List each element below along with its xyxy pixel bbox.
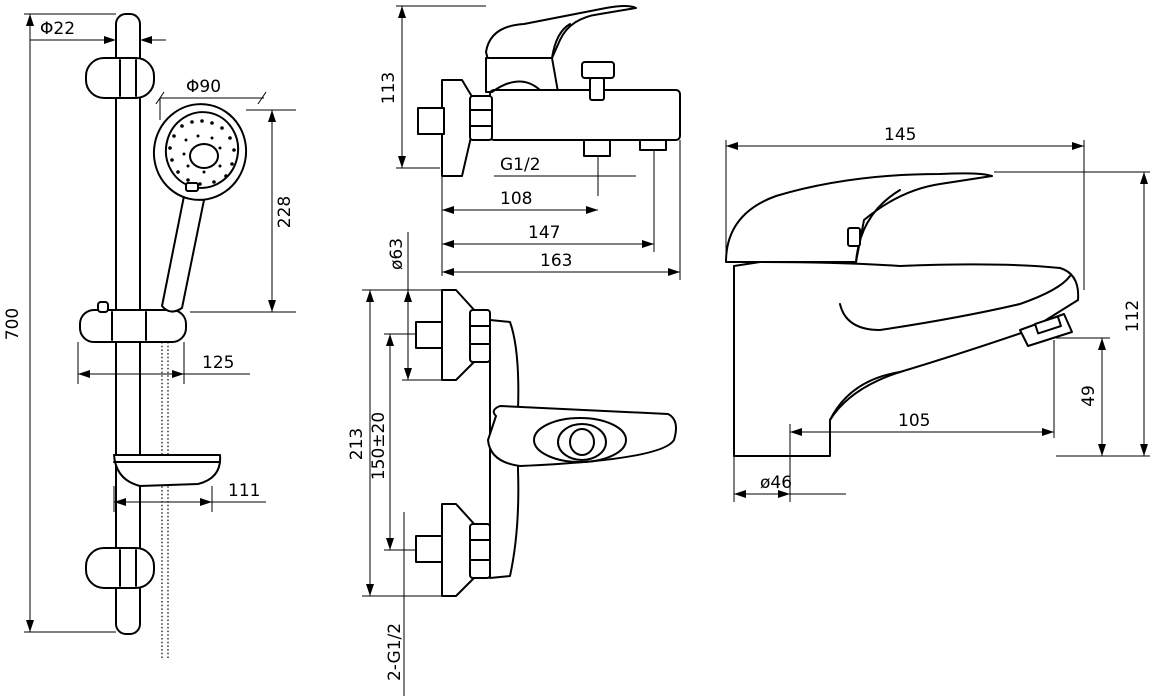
label-length-108: 108 bbox=[500, 189, 532, 209]
dim-bath-height: 113 bbox=[379, 5, 486, 169]
front-lever-cap-icon bbox=[569, 428, 595, 456]
label-inlet-threads: 2-G1/2 bbox=[385, 623, 405, 681]
label-inlet-centers: 150±20 bbox=[369, 412, 389, 480]
label-length-163: 163 bbox=[540, 251, 572, 271]
dim-base-diameter: ø46 bbox=[733, 456, 846, 502]
label-head-diameter: Φ90 bbox=[186, 77, 221, 97]
shower-set: Φ22 Φ90 228 700 bbox=[3, 13, 296, 660]
diverter-knob bbox=[581, 61, 615, 79]
dim-rail-diameter: Φ22 bbox=[30, 19, 166, 44]
dim-length-147: 147 bbox=[442, 150, 655, 252]
label-basin-length: 145 bbox=[884, 125, 916, 145]
front-lever-base bbox=[533, 417, 627, 463]
label-length-147: 147 bbox=[528, 223, 560, 243]
basin-mixer: 145 112 49 105 bbox=[725, 125, 1150, 502]
lower-inlet bbox=[415, 535, 443, 563]
inlet-connector bbox=[417, 107, 445, 135]
dim-inlet-centers: 150±20 bbox=[369, 333, 416, 551]
label-basin-height: 112 bbox=[1123, 300, 1143, 332]
dim-basin-length: 145 bbox=[725, 125, 1085, 290]
label-outlet-thread: G1/2 bbox=[500, 155, 541, 175]
dim-soap-dish-width: 111 bbox=[113, 481, 266, 512]
label-front-total-height: 213 bbox=[347, 428, 367, 460]
label-head-length: 228 bbox=[275, 196, 295, 228]
spray-face-icon bbox=[189, 143, 219, 169]
label-flange-diameter: ø63 bbox=[387, 238, 407, 270]
label-base-diameter: ø46 bbox=[760, 473, 792, 493]
dim-outlet-thread: G1/2 bbox=[494, 155, 636, 196]
dim-head-length: 228 bbox=[190, 109, 296, 313]
label-holder-offset: 125 bbox=[202, 353, 234, 373]
dim-spout-height: 49 bbox=[1056, 337, 1110, 456]
basin-lever bbox=[725, 172, 993, 263]
dim-flange-diameter: ø63 bbox=[387, 232, 442, 381]
label-rail-length: 700 bbox=[3, 308, 23, 340]
label-spout-reach: 105 bbox=[898, 411, 930, 431]
dim-head-diameter: Φ90 bbox=[155, 77, 267, 120]
dim-length-163: 163 bbox=[442, 140, 681, 280]
dim-front-total-height: 213 bbox=[347, 289, 442, 597]
spray-nozzles bbox=[168, 119, 236, 186]
shower-outlet bbox=[583, 139, 611, 157]
dim-length-108: 108 bbox=[441, 176, 598, 276]
label-rail-diameter: Φ22 bbox=[40, 19, 75, 39]
dim-basin-height: 112 bbox=[994, 171, 1150, 457]
bath-mixer-side-view: 113 G1/2 108 147 1 bbox=[379, 5, 681, 280]
label-soap-dish-width: 111 bbox=[228, 481, 260, 501]
label-bath-height: 113 bbox=[379, 72, 399, 104]
dim-holder-offset: 125 bbox=[77, 342, 250, 384]
bath-mixer-front-view: ø63 213 150±20 2-G1/2 bbox=[347, 232, 677, 696]
mixer-body bbox=[489, 89, 681, 141]
dim-inlet-threads: 2-G1/2 bbox=[385, 512, 405, 696]
dim-spout-reach: 105 bbox=[789, 340, 1055, 502]
slider-holder bbox=[79, 309, 187, 343]
shower-handle bbox=[161, 195, 205, 313]
dim-rail-length: 700 bbox=[3, 13, 116, 633]
label-spout-height: 49 bbox=[1079, 385, 1099, 407]
upper-inlet bbox=[415, 321, 443, 349]
soap-dish bbox=[113, 454, 222, 487]
